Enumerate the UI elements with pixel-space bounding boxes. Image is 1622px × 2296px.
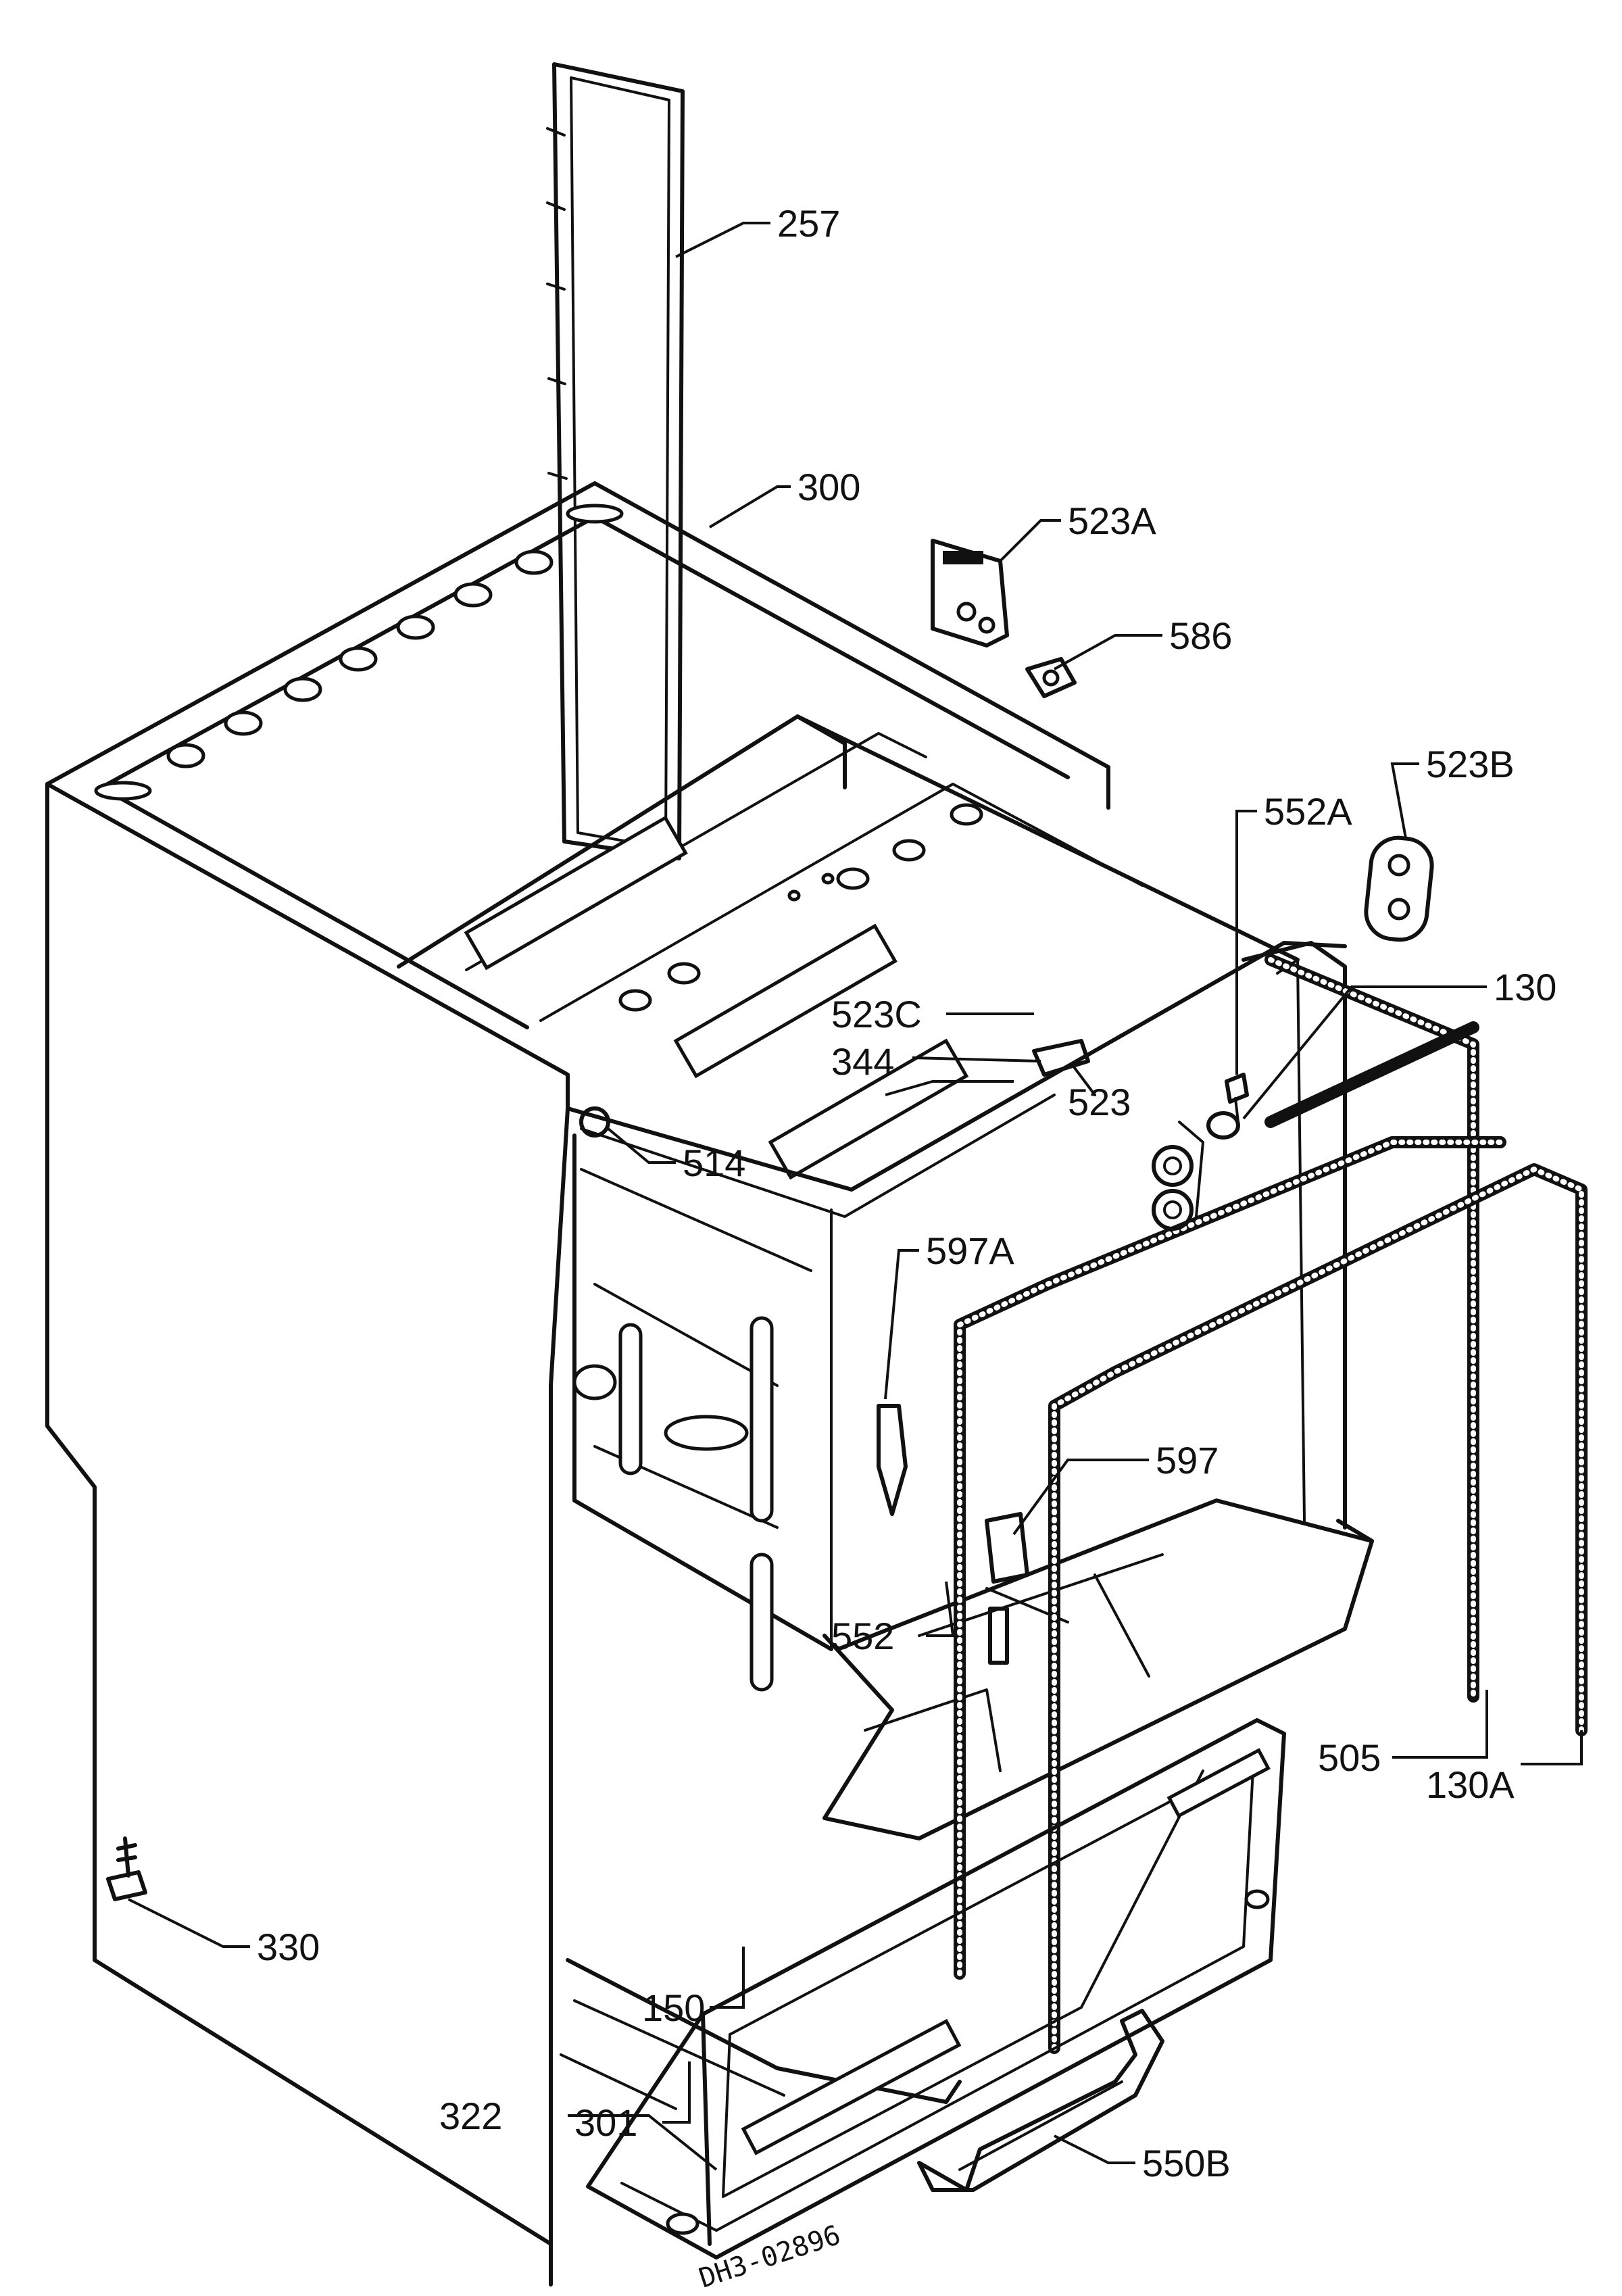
- part-130-ring: [1206, 1111, 1240, 1140]
- part-523B-hinge: [1364, 835, 1434, 942]
- part-550B-clip: [917, 2009, 1164, 2192]
- label-523B: 523B: [1426, 743, 1515, 785]
- label-301: 301: [574, 2101, 637, 2144]
- label-597A: 597A: [926, 1229, 1014, 1272]
- part-330-foot: [106, 1836, 147, 1901]
- part-586-nut: [1025, 657, 1077, 698]
- part-597-bracket: [985, 1512, 1029, 1584]
- part-130-door-gasket: [1264, 954, 1479, 1703]
- label-586: 586: [1169, 614, 1232, 657]
- label-514: 514: [683, 1142, 745, 1184]
- part-523A-bracket: [931, 539, 1009, 648]
- part-505-gasket: [954, 1136, 1506, 1980]
- label-552A: 552A: [1264, 790, 1352, 833]
- label-523: 523: [1068, 1081, 1131, 1123]
- label-330: 330: [257, 1926, 320, 1968]
- part-523-hinge-rollers: [1152, 1121, 1204, 1231]
- part-labels: 257 300 523A 586 523B 552A 130 523C 344 …: [257, 202, 1556, 2295]
- part-523C-latch: [1032, 1039, 1096, 1096]
- label-257: 257: [777, 202, 840, 245]
- label-505: 505: [1318, 1736, 1381, 1779]
- label-550B: 550B: [1142, 2142, 1231, 2184]
- label-300: 300: [797, 466, 860, 508]
- part-322-bottom-frame: [586, 1718, 1286, 2260]
- label-523C: 523C: [831, 993, 922, 1035]
- part-552-rail: [988, 1607, 1009, 1665]
- part-300-cabinet-frame: [45, 481, 1110, 2246]
- part-130-short-gasket: [1264, 1021, 1479, 1128]
- label-322: 322: [439, 2095, 502, 2137]
- leader-lines: [128, 222, 1583, 2171]
- part-257-side-rail: [546, 62, 685, 860]
- label-130: 130: [1494, 966, 1556, 1008]
- label-344: 344: [831, 1040, 894, 1083]
- label-523A: 523A: [1068, 499, 1156, 542]
- label-597: 597: [1156, 1439, 1219, 1482]
- label-150: 150: [642, 1986, 705, 2029]
- part-597A-latch: [877, 1404, 908, 1516]
- part-130A-gasket: [1048, 1163, 1588, 2054]
- label-130A: 130A: [1426, 1763, 1515, 1806]
- label-552: 552: [831, 1615, 894, 1657]
- tub-inner-assembly: [397, 714, 1374, 1840]
- part-514-bolt: [579, 1106, 610, 1138]
